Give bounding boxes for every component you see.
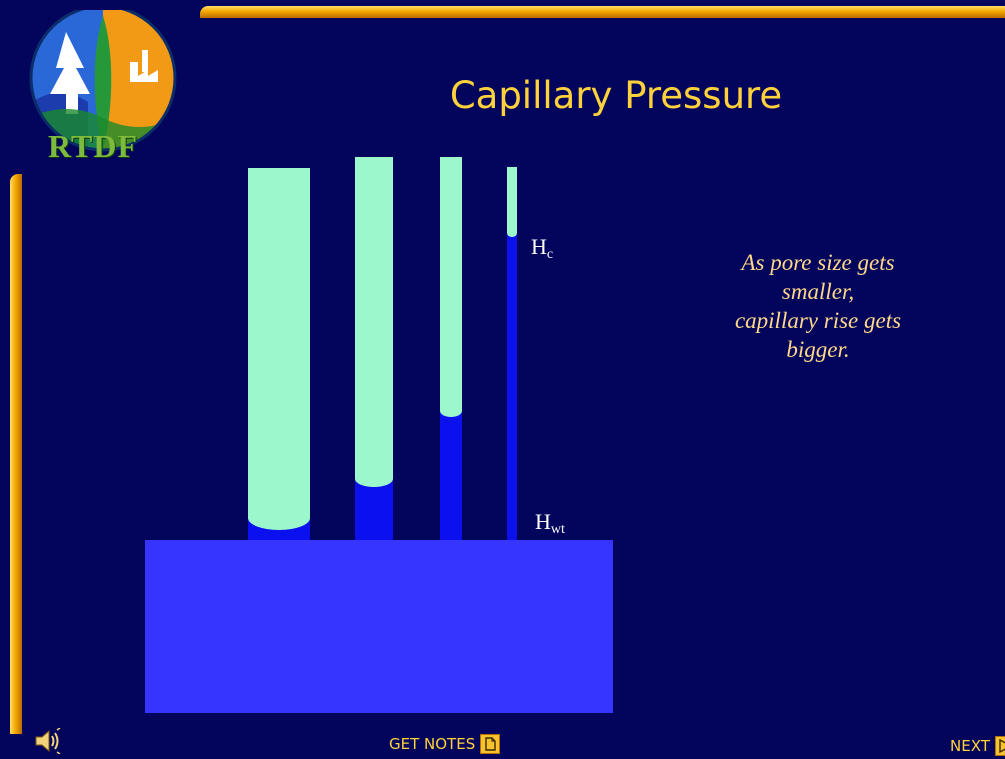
tube-wide-air bbox=[248, 168, 310, 518]
water-reservoir bbox=[145, 540, 613, 713]
rtdf-logo-icon bbox=[29, 10, 177, 152]
tube-narrow bbox=[440, 157, 462, 540]
tube-narrow-meniscus bbox=[440, 411, 462, 417]
explanation-line-3: capillary rise gets bbox=[734, 308, 902, 333]
tube-wide bbox=[248, 168, 310, 540]
frame-top-bar bbox=[200, 6, 1005, 18]
tube-capillary-meniscus bbox=[507, 233, 517, 237]
slide-title: Capillary Pressure bbox=[449, 74, 783, 117]
tube-medium-meniscus bbox=[355, 479, 393, 487]
tube-wide-meniscus bbox=[248, 518, 310, 530]
capillary-height-label-sub: c bbox=[546, 247, 554, 262]
frame-left-bar bbox=[10, 174, 22, 734]
explanation-line-2: smaller, bbox=[781, 279, 855, 304]
capillary-height-label: Hc bbox=[531, 234, 553, 263]
water-table-label-sub: wt bbox=[550, 522, 565, 537]
explanation-line-1: As pore size gets bbox=[741, 250, 895, 275]
tube-capillary bbox=[507, 167, 517, 540]
tube-narrow-air bbox=[440, 157, 462, 411]
tube-medium bbox=[355, 157, 393, 540]
explanation-line-4: bigger. bbox=[786, 337, 850, 362]
next-label: NEXT bbox=[950, 737, 990, 755]
explanation-text: As pore size gets smaller, capillary ris… bbox=[668, 248, 968, 364]
get-notes-label: GET NOTES bbox=[389, 735, 476, 753]
tube-capillary-air bbox=[507, 167, 517, 233]
next-button[interactable]: NEXT bbox=[950, 736, 1005, 756]
play-arrow-icon bbox=[994, 736, 1005, 756]
capillary-height-label-main: H bbox=[531, 234, 547, 259]
document-icon bbox=[480, 734, 501, 754]
water-table-label: Hwt bbox=[535, 509, 565, 538]
tube-medium-air bbox=[355, 157, 393, 479]
speaker-icon[interactable] bbox=[33, 728, 63, 754]
get-notes-button[interactable]: GET NOTES bbox=[389, 734, 501, 754]
logo-text: RTDF bbox=[48, 128, 138, 164]
water-table-label-main: H bbox=[535, 509, 551, 534]
